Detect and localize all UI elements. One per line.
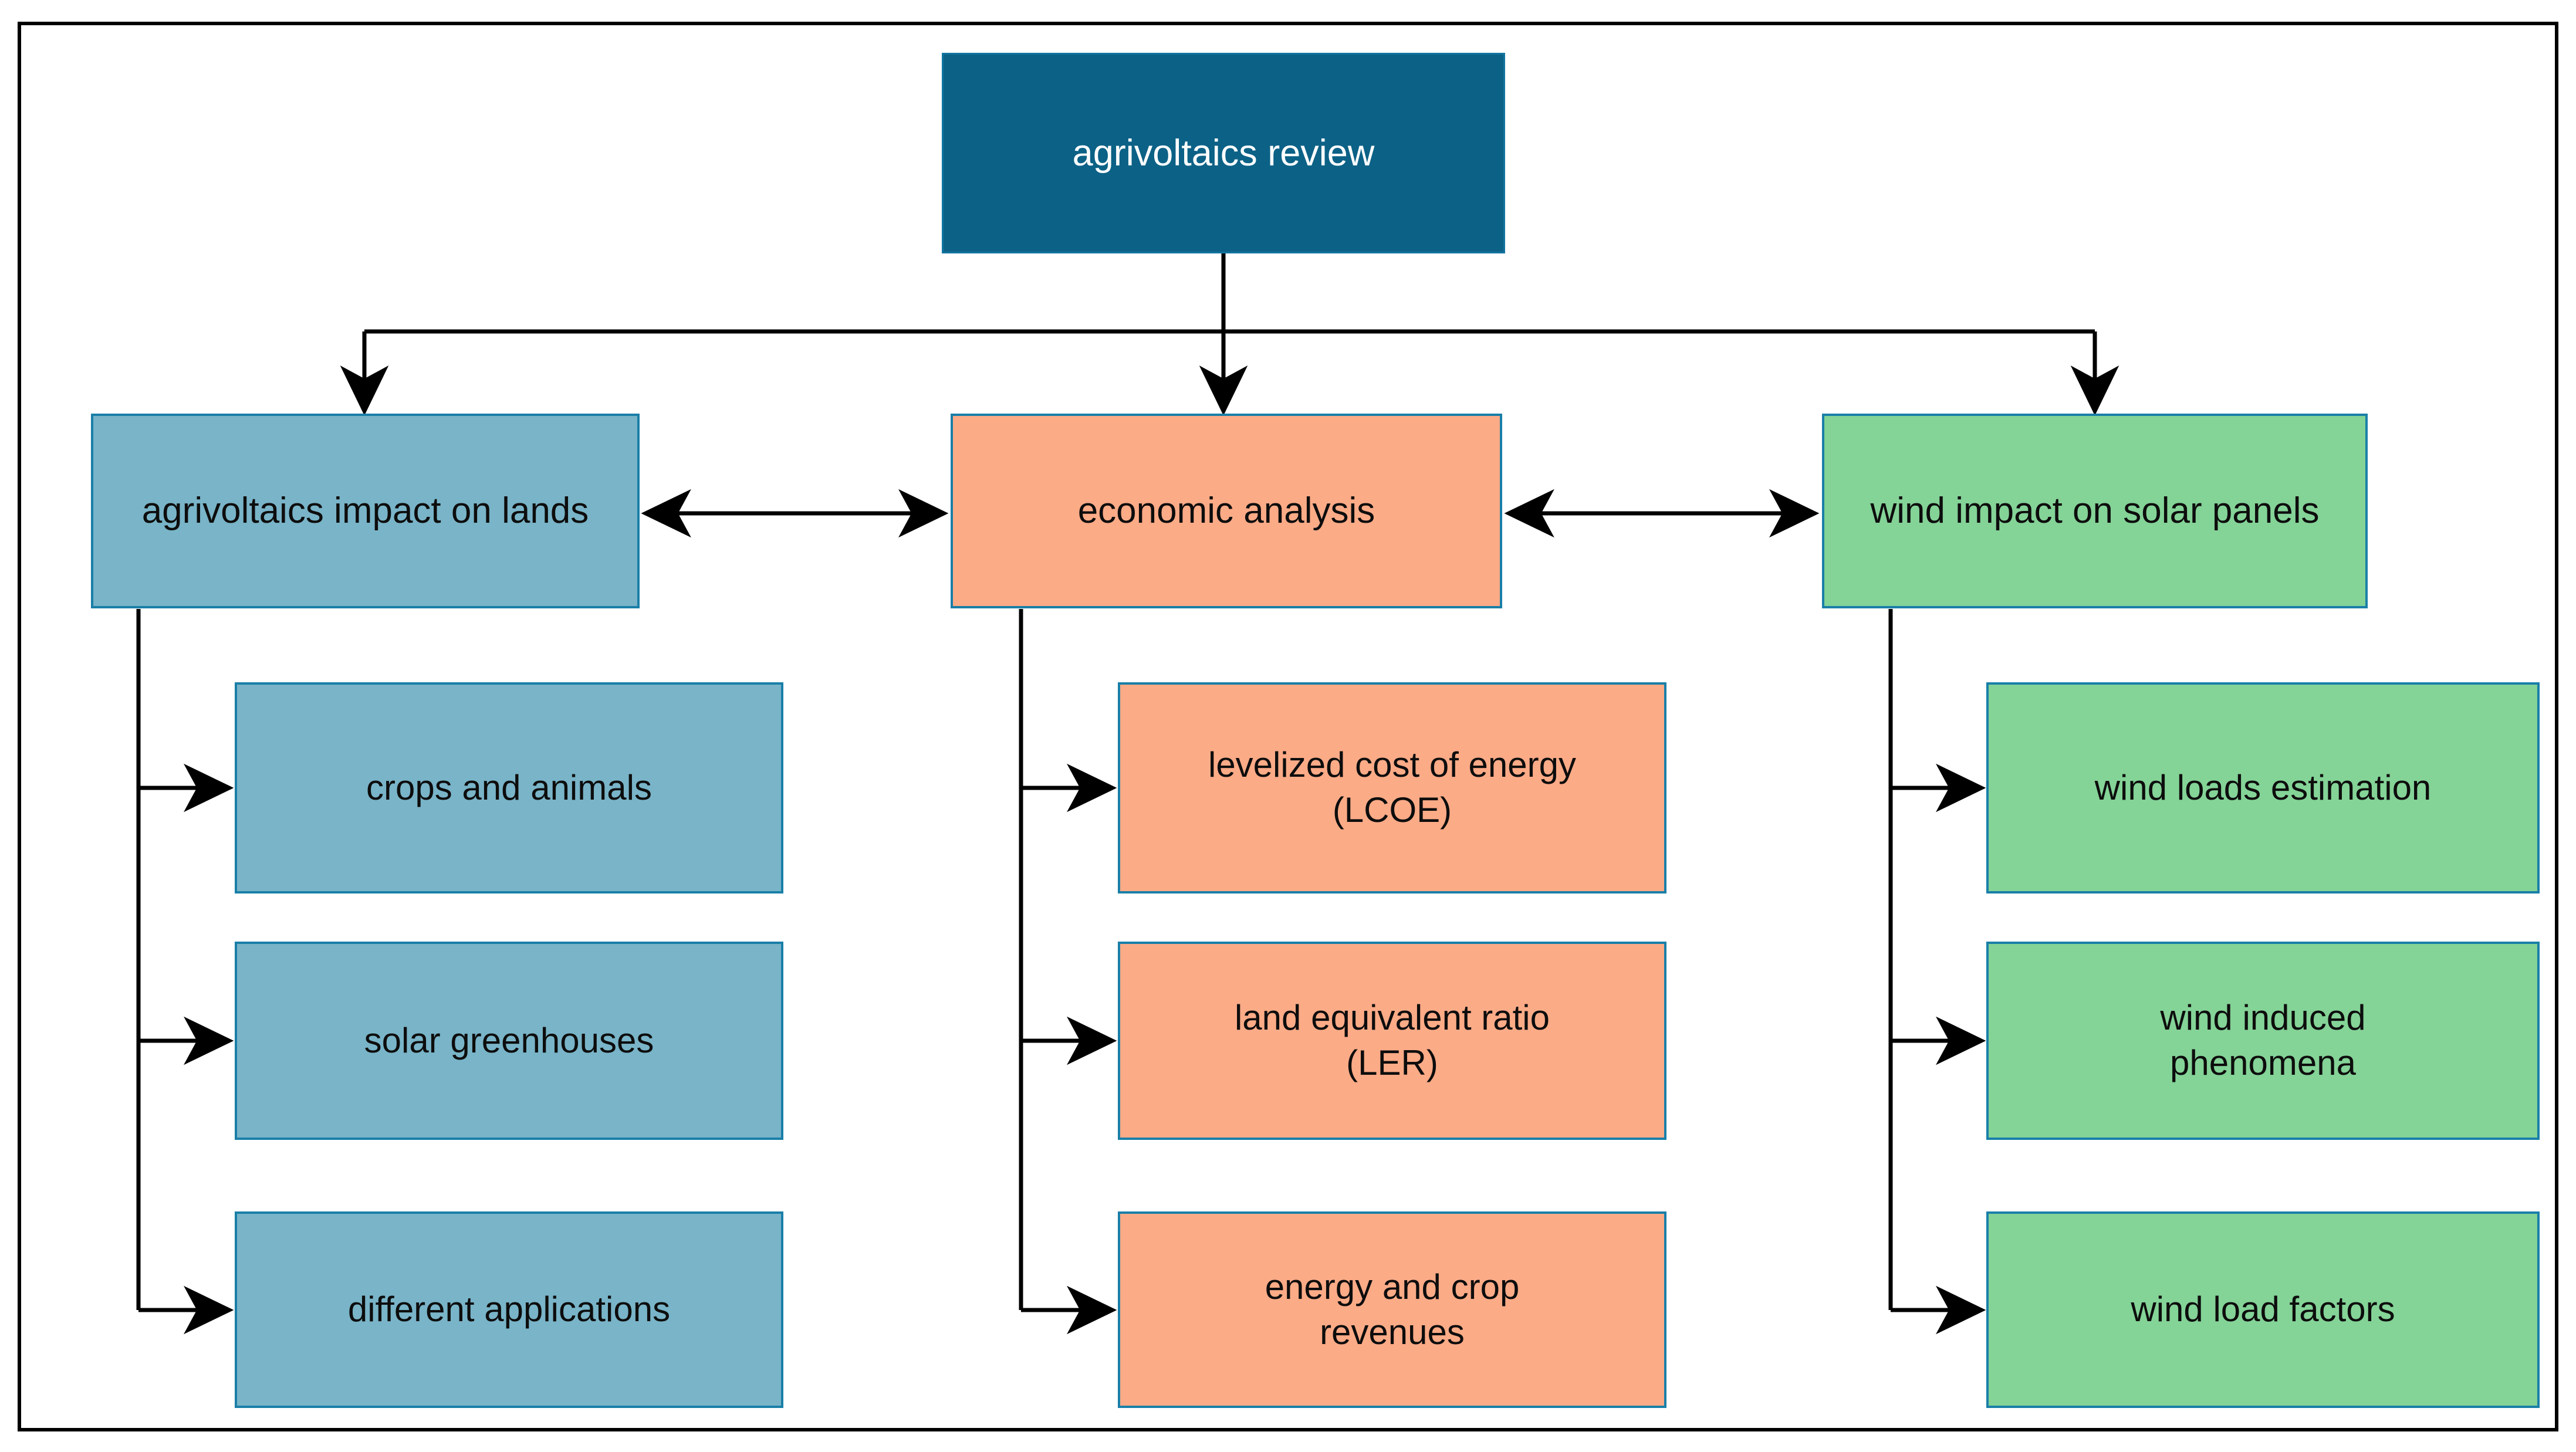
node-leaf-wind-loads-estimation[interactable]: wind loads estimation — [1986, 682, 2540, 893]
node-leaf-label: different applications — [347, 1289, 671, 1329]
node-leaf-wind-load-factors[interactable]: wind load factors — [1986, 1211, 2540, 1408]
node-branch-lands[interactable]: agrivoltaics impact on lands — [91, 414, 640, 608]
node-leaf-label: wind induced phenomena — [2160, 998, 2366, 1082]
node-leaf-crops-and-animals[interactable]: crops and animals — [235, 682, 783, 893]
node-leaf-label: levelized cost of energy (LCOE) — [1208, 745, 1576, 830]
node-leaf-label: wind load factors — [2131, 1289, 2395, 1329]
node-leaf-label: energy and crop revenues — [1265, 1267, 1520, 1352]
node-leaf-label: solar greenhouses — [364, 1020, 654, 1060]
node-leaf-ler[interactable]: land equivalent ratio (LER) — [1118, 942, 1666, 1140]
node-leaf-label: wind loads estimation — [2094, 767, 2432, 807]
node-leaf-label: land equivalent ratio (LER) — [1234, 998, 1550, 1082]
node-leaf-solar-greenhouses[interactable]: solar greenhouses — [235, 942, 783, 1140]
node-leaf-energy-crop-revenues[interactable]: energy and crop revenues — [1118, 1211, 1666, 1408]
node-branch-wind[interactable]: wind impact on solar panels — [1822, 414, 2368, 608]
node-leaf-label: crops and animals — [366, 767, 652, 807]
node-branch-economics-label: economic analysis — [1077, 490, 1375, 532]
node-leaf-wind-induced-phenomena[interactable]: wind induced phenomena — [1986, 942, 2540, 1140]
node-root[interactable]: agrivoltaics review — [942, 53, 1505, 253]
node-branch-lands-label: agrivoltaics impact on lands — [141, 490, 589, 532]
node-branch-wind-label: wind impact on solar panels — [1870, 490, 2320, 532]
node-root-label: agrivoltaics review — [1072, 132, 1375, 174]
node-leaf-different-applications[interactable]: different applications — [235, 1211, 783, 1408]
node-branch-economics[interactable]: economic analysis — [951, 414, 1502, 608]
node-leaf-lcoe[interactable]: levelized cost of energy (LCOE) — [1118, 682, 1666, 893]
